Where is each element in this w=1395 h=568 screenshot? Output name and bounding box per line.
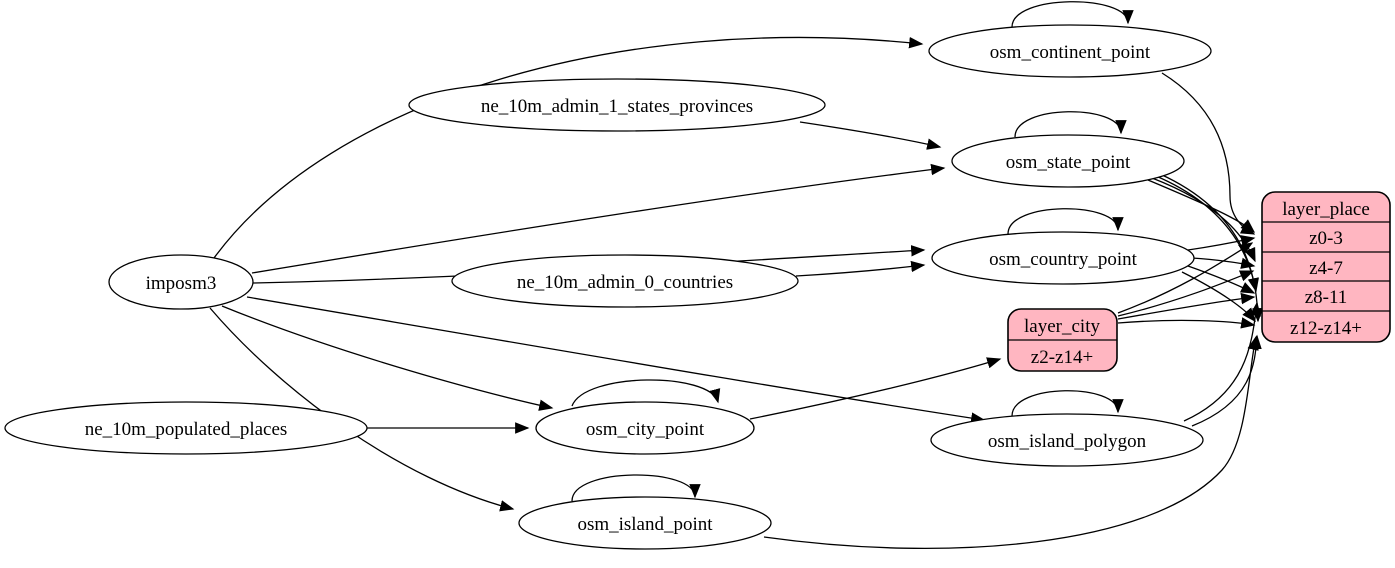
osm_city_point-label: osm_city_point <box>586 419 705 440</box>
osm_island_point-label: osm_island_point <box>577 514 713 535</box>
edge-osm_country_point-layer_place-z8-11 <box>1187 265 1256 294</box>
edge-layer_city-layer_place-z0-3 <box>1117 242 1254 314</box>
osm_state_point-shape <box>951 134 1185 188</box>
osm_city_point-shape <box>535 401 755 455</box>
node-osm_island_point: osm_island_point <box>518 496 772 550</box>
edge-osm_state_point-layer_place-z8-11 <box>1155 175 1259 293</box>
node-layer_place: layer_place z0-3 z4-7 z8-11 z12-z14+ <box>1261 191 1391 343</box>
layer_place-title: layer_place <box>1282 199 1370 220</box>
ne_10m_admin_1_states_provinces-shape <box>408 78 826 132</box>
osm_island_polygon-label: osm_island_polygon <box>988 431 1147 452</box>
edge-osm_island_point-layer_place-z12-z14 <box>763 335 1259 549</box>
self-loop-osm_country_point <box>1007 208 1124 235</box>
osm_continent_point-shape <box>928 24 1212 78</box>
self-loop-osm_city_point <box>571 379 721 407</box>
node-ne_10m_admin_1_states_provinces: ne_10m_admin_1_states_provinces <box>408 78 826 132</box>
edge-imposm3-osm_state_point <box>251 163 946 274</box>
edge-osm_city_point-layer_city-z2-z14 <box>749 357 1002 420</box>
self-loop-osm_state_point <box>1014 111 1127 138</box>
node-osm_state_point: osm_state_point <box>951 134 1185 188</box>
edge-ne_10m_admin_0_countries-osm_country_point <box>795 260 926 277</box>
edge-layer_city-layer_place-z4-7 <box>1117 270 1255 317</box>
layer_city-row-z2-z14: z2-z14+ <box>1031 347 1093 368</box>
osm_country_point-label: osm_country_point <box>989 249 1137 270</box>
edge-layer_city-layer_place-z8-11 <box>1117 292 1256 320</box>
node-osm_continent_point: osm_continent_point <box>928 24 1212 78</box>
node-ne_10m_admin_0_countries: ne_10m_admin_0_countries <box>451 254 799 308</box>
edge-imposm3-osm_continent_point <box>213 36 924 259</box>
osm_country_point-shape <box>931 231 1195 285</box>
node-osm_country_point: osm_country_point <box>931 231 1195 285</box>
osm_state_point-label: osm_state_point <box>1006 152 1131 173</box>
node-osm_city_point: osm_city_point <box>535 401 755 455</box>
osm_continent_point-label: osm_continent_point <box>990 42 1151 63</box>
edge-osm_state_point-layer_place-z0-3 <box>1147 179 1256 233</box>
layer_place-row-z0-3: z0-3 <box>1309 228 1343 249</box>
layer_place-row-z12-z14: z12-z14+ <box>1290 318 1362 339</box>
edge-imposm3-osm_city_point <box>221 305 554 411</box>
edge-osm_island_polygon-layer_place-z8-11 <box>1183 301 1262 422</box>
layer_place-row-z4-7: z4-7 <box>1309 258 1343 279</box>
edge-osm_island_polygon-layer_place-z12-z14 <box>1191 334 1262 427</box>
self-loop-osm_continent_point <box>1011 1 1134 28</box>
self-loop-osm_island_point <box>571 474 701 502</box>
node-layer_city: layer_city z2-z14+ <box>1007 308 1118 372</box>
self-loop-osm_island_polygon <box>1011 390 1124 417</box>
node-imposm3: imposm3 <box>108 254 254 310</box>
edge-imposm3-osm_island_polygon <box>246 296 986 424</box>
osm_island_point-shape <box>518 496 772 550</box>
ne_10m_admin_0_countries-label: ne_10m_admin_0_countries <box>517 272 733 293</box>
node-osm_island_polygon: osm_island_polygon <box>930 413 1204 467</box>
edge-ne_10m_admin_1_states_provinces-osm_state_point <box>799 121 942 150</box>
ne_10m_populated_places-shape <box>4 401 368 455</box>
imposm3-shape <box>108 254 254 310</box>
layer_city-title: layer_city <box>1024 316 1100 337</box>
ne_10m_admin_0_countries-shape <box>451 254 799 308</box>
layer_place-row-z8-11: z8-11 <box>1305 287 1348 308</box>
edge-layer_city-layer_place-z12-z14 <box>1117 317 1256 329</box>
ne_10m_admin_1_states_provinces-label: ne_10m_admin_1_states_provinces <box>481 96 753 117</box>
osm_island_polygon-shape <box>930 413 1204 467</box>
edge-osm_country_point-layer_place-z0-3 <box>1187 235 1256 251</box>
node-ne_10m_populated_places: ne_10m_populated_places <box>4 401 368 455</box>
imposm3-label: imposm3 <box>146 273 217 294</box>
edge-osm_country_point-layer_place-z4-7 <box>1191 257 1256 269</box>
layer_place-shape <box>1261 191 1391 343</box>
ne_10m_populated_places-label: ne_10m_populated_places <box>85 419 288 440</box>
